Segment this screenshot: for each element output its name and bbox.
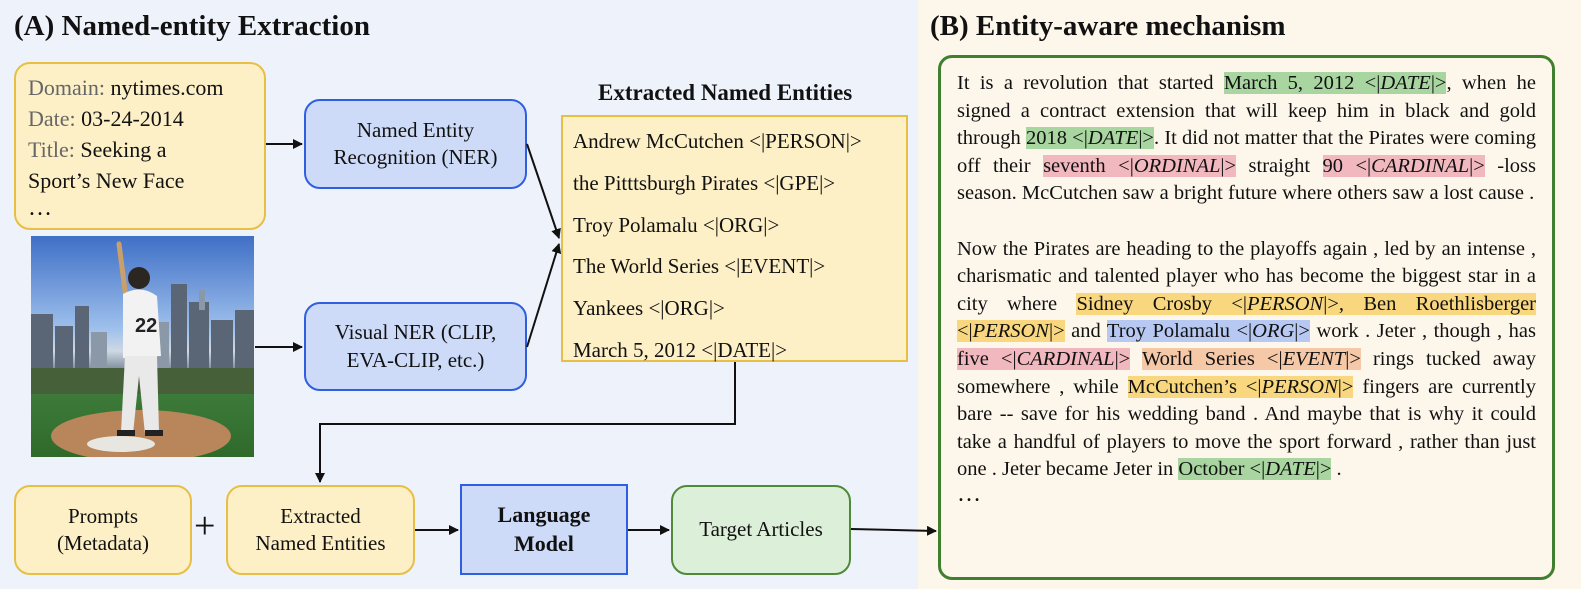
extracted-entities-list: Andrew McCutchen <|PERSON|> the Pitttsbu… [561,115,908,362]
entity-highlight-date: March 5, 2012 <|DATE|> [1223,72,1447,94]
domain-label: Domain: [28,75,105,100]
ner-line2: Recognition (NER) [333,145,498,169]
metadata-ellipsis: … [28,195,52,221]
entity-item: Andrew McCutchen <|PERSON|> [573,129,862,153]
article-paragraph-2: Now the Pirates are heading to the playo… [957,236,1536,484]
article-text [1130,348,1142,370]
domain-value: nytimes.com [110,75,224,100]
article-text: and [1064,320,1107,343]
article-text: , when he signed a contract extension th… [957,72,1536,150]
extracted-entities-title: Extracted Named Entities [598,80,853,105]
title-value-line2: Sport’s New Face [28,168,185,193]
ner-line1: Named Entity [356,117,475,142]
article-text: straight [1236,154,1323,177]
prompts-metadata-box: Prompts (Metadata) [14,485,192,575]
entity-highlight-date: 2018 <|DATE|> [1025,127,1154,150]
extracted-line1: Extracted [280,503,361,528]
title-label: Title: [28,137,75,162]
article-text: Now the Pirates are heading to the playo… [957,237,1536,315]
entity-highlight-org: Troy Polamalu <|ORG|> [1106,320,1310,343]
prompts-line1: Prompts [67,503,138,528]
prompts-line2: (Metadata) [56,531,150,555]
lm-line1: Language [497,501,591,527]
entity-highlight-date: October <|DATE|> [1178,458,1332,481]
entity-highlight-event: World Series <|EVENT|> [1141,347,1361,370]
arrow-target-to-article [850,525,937,536]
article-ellipsis: … [957,480,983,507]
entity-aware-article: It is a revolution that started March 5,… [938,55,1555,580]
article-text: It is a revolution that started [957,72,1224,94]
entity-item: The World Series <|EVENT|> [573,254,826,279]
article-text: -loss season. McCutchen saw a bright fut… [957,154,1537,205]
visual-ner-line1: Visual NER (CLIP, [334,320,497,345]
arrow-ner-to-entities [526,143,561,239]
date-value: 03-24-2014 [81,106,184,131]
entity-item: the Pitttsburgh Pirates <|GPE|> [573,170,836,195]
target-articles-label: Target Articles [699,517,823,542]
visual-ner-box: Visual NER (CLIP,EVA-CLIP, etc.) [304,302,527,391]
article-text: . [1331,458,1342,481]
entity-highlight-person: McCutchen’s <|PERSON|> [1127,375,1354,398]
entity-highlight-ordinal: seventh <|ORDINAL|> [1043,154,1237,177]
article-paragraph-1: It is a revolution that started March 5,… [957,70,1536,208]
arrow-visual-ner-to-entities [526,243,562,348]
baseball-player-photo: 22 [31,236,254,457]
lm-line2: Model [514,530,574,556]
visual-ner-line2: EVA-CLIP, etc.) [346,347,485,372]
article-text: rings tucked away somewhere , while [957,347,1536,398]
entity-highlight-cardinal: 90 <|CARDINAL|> [1322,154,1485,177]
title-value-line1: Seeking a [80,137,167,162]
entity-item: Yankees <|ORG|> [573,296,725,321]
article-text: fingers are currently bare -- save for h… [957,375,1536,481]
article-text: . It did not matter that the Pirates wer… [957,127,1536,177]
date-label: Date: [28,106,76,131]
extracted-line2: Named Entities [255,531,386,555]
arrow-entities-to-extracted [315,362,736,483]
entity-item: Troy Polamalu <|ORG|> [573,212,780,237]
target-articles-box: Target Articles [671,485,851,575]
metadata-box: Domain: nytimes.com Date: 03-24-2014 Tit… [14,62,266,230]
plus-sign: + [194,505,216,547]
panel-a-title: (A) Named-entity Extraction [14,10,370,42]
entity-item: March 5, 2012 <|DATE|> [573,337,788,362]
article-text: work . Jeter , though , has [1309,320,1536,343]
entity-highlight-cardinal: five <|CARDINAL|> [957,347,1131,370]
jersey-number: 22 [135,315,157,337]
panel-b-title: (B) Entity-aware mechanism [930,10,1286,42]
